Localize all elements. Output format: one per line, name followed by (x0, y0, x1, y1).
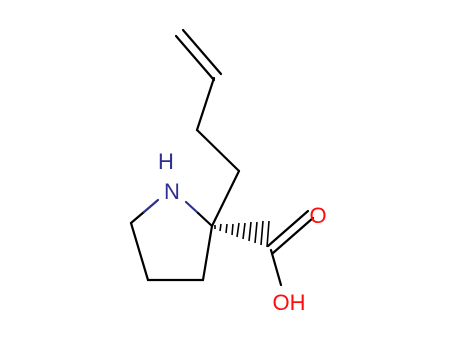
bond-chain-1 (195, 76, 216, 132)
wedge-hash-4 (231, 223, 234, 236)
bond-ring-c5-n (129, 210, 146, 225)
bond-carbonyl-b (271, 216, 315, 255)
bond-terminal-double-b (181, 28, 223, 76)
wedge-hash-5 (236, 222, 240, 238)
wedge-hash-8 (254, 221, 258, 244)
bond-ring-c5-n-colored (142, 198, 160, 214)
atom-label-nitrogen: N (164, 179, 180, 204)
bond-carboxyl-c-oh (269, 248, 283, 287)
bond-ring-c4-c5 (129, 221, 150, 282)
wedge-hash-7 (248, 221, 252, 242)
wedge-hash-3 (225, 223, 228, 234)
bond-group (129, 28, 315, 287)
atom-label-hydroxyl: OH (273, 290, 306, 315)
wedge-hash-6 (242, 222, 246, 240)
wedge-hash-9 (260, 220, 264, 246)
bond-chain-3 (210, 169, 241, 228)
atom-label-h-on-nitrogen: H (158, 149, 174, 174)
wedge-hash-2 (219, 223, 222, 232)
wedge-hash-10 (266, 220, 270, 248)
bond-chain-2 (195, 128, 241, 173)
bond-ring-n-c2-colored (184, 200, 200, 215)
nitrogen-bond-group (129, 198, 214, 228)
bond-ring-c2-c3 (201, 224, 214, 282)
bond-carbonyl-a (266, 209, 310, 248)
hashed-wedge-bond (214, 220, 270, 248)
bond-terminal-double-a (174, 34, 216, 82)
bond-ring-n-c2 (196, 211, 214, 228)
atom-label-carbonyl-oxygen: O (309, 203, 326, 228)
